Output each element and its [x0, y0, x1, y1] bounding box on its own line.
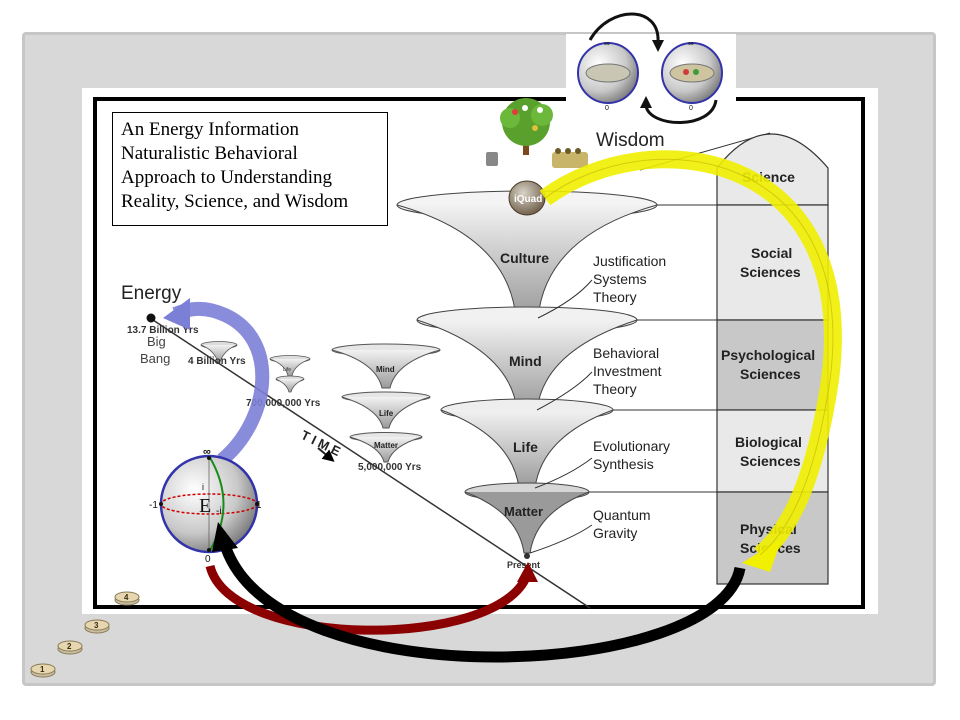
cone-life-label: Life: [513, 439, 538, 455]
wisdom-label: Wisdom: [596, 130, 665, 151]
seven-hundred-million-label: 700,000,000 Yrs: [246, 398, 321, 409]
psych-sciences-line1: Psychological: [721, 347, 815, 363]
tiny-cone-4b: [200, 341, 238, 363]
big-bang-dot: [146, 313, 156, 323]
cone-mind-label: Mind: [509, 353, 542, 369]
cone-matter-label: Matter: [504, 504, 543, 519]
bio-sciences-line2: Sciences: [740, 453, 801, 469]
tiny-cone-life-label: Life: [283, 367, 291, 373]
blue-arrowhead: [163, 298, 190, 330]
theory-jst-line3: Theory: [593, 289, 637, 305]
theory-bit-line2: Investment: [593, 363, 662, 379]
coin-1-label: 1: [40, 665, 45, 674]
tree-icon: [500, 98, 553, 155]
right-sphere-inf: ∞: [688, 39, 694, 48]
title-box: An Energy Information Naturalistic Behav…: [112, 112, 388, 226]
coin-4[interactable]: [114, 591, 140, 606]
right-sphere-zero: 0: [689, 105, 693, 112]
social-sciences-line2: Sciences: [740, 264, 801, 280]
left-sphere-zero: 0: [605, 105, 609, 112]
black-arrowhead: [212, 522, 238, 552]
cycle-arrow-top: [588, 12, 660, 43]
big-bang-label-1: Big: [147, 334, 166, 349]
social-sciences-line1: Social: [751, 245, 792, 261]
big-bang-label-2: Bang: [140, 351, 170, 366]
sphere-left-label: -1: [149, 500, 158, 511]
bio-sciences-line1: Biological: [735, 434, 802, 450]
sphere-neg-i-label: -i: [216, 506, 222, 517]
red-arrow: [205, 564, 532, 635]
psych-sciences-line2: Sciences: [740, 366, 801, 382]
theory-jst-line1: Justification: [593, 253, 666, 269]
coin-4-label: 4: [124, 593, 129, 602]
theory-bit-line1: Behavioral: [593, 345, 659, 361]
sphere-i-label: i: [202, 482, 204, 492]
theory-bit-line3: Theory: [593, 381, 637, 397]
medium-cones: [331, 343, 441, 463]
theory-evo-line2: Synthesis: [593, 456, 654, 472]
sphere-top-label: ∞: [203, 446, 211, 458]
theory-jst-line2: Systems: [593, 271, 647, 287]
title-line-1: An Energy Information: [121, 119, 299, 140]
red-arrowhead: [517, 562, 538, 582]
coin-nav[interactable]: [30, 591, 140, 678]
five-million-label: 5,000,000 Yrs: [358, 462, 422, 473]
coin-3-label: 3: [94, 621, 99, 630]
black-arrow: [220, 546, 746, 663]
sphere-bottom-label: 0: [205, 554, 211, 565]
present-label: Present: [507, 560, 540, 570]
theory-pointers: [529, 279, 593, 554]
cycle-arrow-bottom: [644, 99, 718, 124]
left-sphere-inf: ∞: [604, 39, 610, 48]
coin-1[interactable]: [30, 663, 56, 678]
sphere-right-label: 1: [256, 500, 262, 511]
theory-evo-line1: Evolutionary: [593, 438, 670, 454]
four-billion-label: 4 Billion Yrs: [188, 356, 246, 367]
stone-tablet-icon: [486, 152, 498, 166]
time-arrow-icon: [317, 447, 335, 462]
time-label: T I M E: [299, 427, 344, 459]
medium-cone-life-label: Life: [379, 409, 394, 418]
sphere-center-label: E: [199, 495, 211, 517]
medium-cone-matter-label: Matter: [374, 441, 398, 450]
title-line-3: Approach to Understanding: [121, 167, 333, 188]
medium-cone-mind-label: Mind: [376, 365, 395, 374]
coin-2-label: 2: [67, 642, 72, 651]
iquad-coin-label: iQuad: [514, 194, 542, 205]
twin-spheres-panel: [566, 12, 736, 124]
time-line: [149, 317, 591, 609]
title-line-2: Naturalistic Behavioral: [121, 143, 298, 164]
tiny-cone-700m: [269, 355, 311, 393]
big-bang-years: 13.7 Billion Yrs: [127, 325, 199, 336]
science-column: [716, 133, 829, 585]
energy-label: Energy: [121, 283, 182, 304]
blue-arrow: [172, 301, 270, 466]
theory-qg-line2: Gravity: [593, 525, 637, 541]
theory-qg-line1: Quantum: [593, 507, 651, 523]
title-line-4: Reality, Science, and Wisdom: [121, 191, 349, 212]
crowd-icon: [552, 148, 588, 168]
e-sphere: [159, 454, 259, 554]
coin-3[interactable]: [84, 619, 110, 634]
cone-culture-label: Culture: [500, 250, 549, 266]
coin-2[interactable]: [57, 640, 83, 655]
matter-cone: [464, 482, 590, 559]
yellow-arrowhead: [742, 538, 782, 572]
